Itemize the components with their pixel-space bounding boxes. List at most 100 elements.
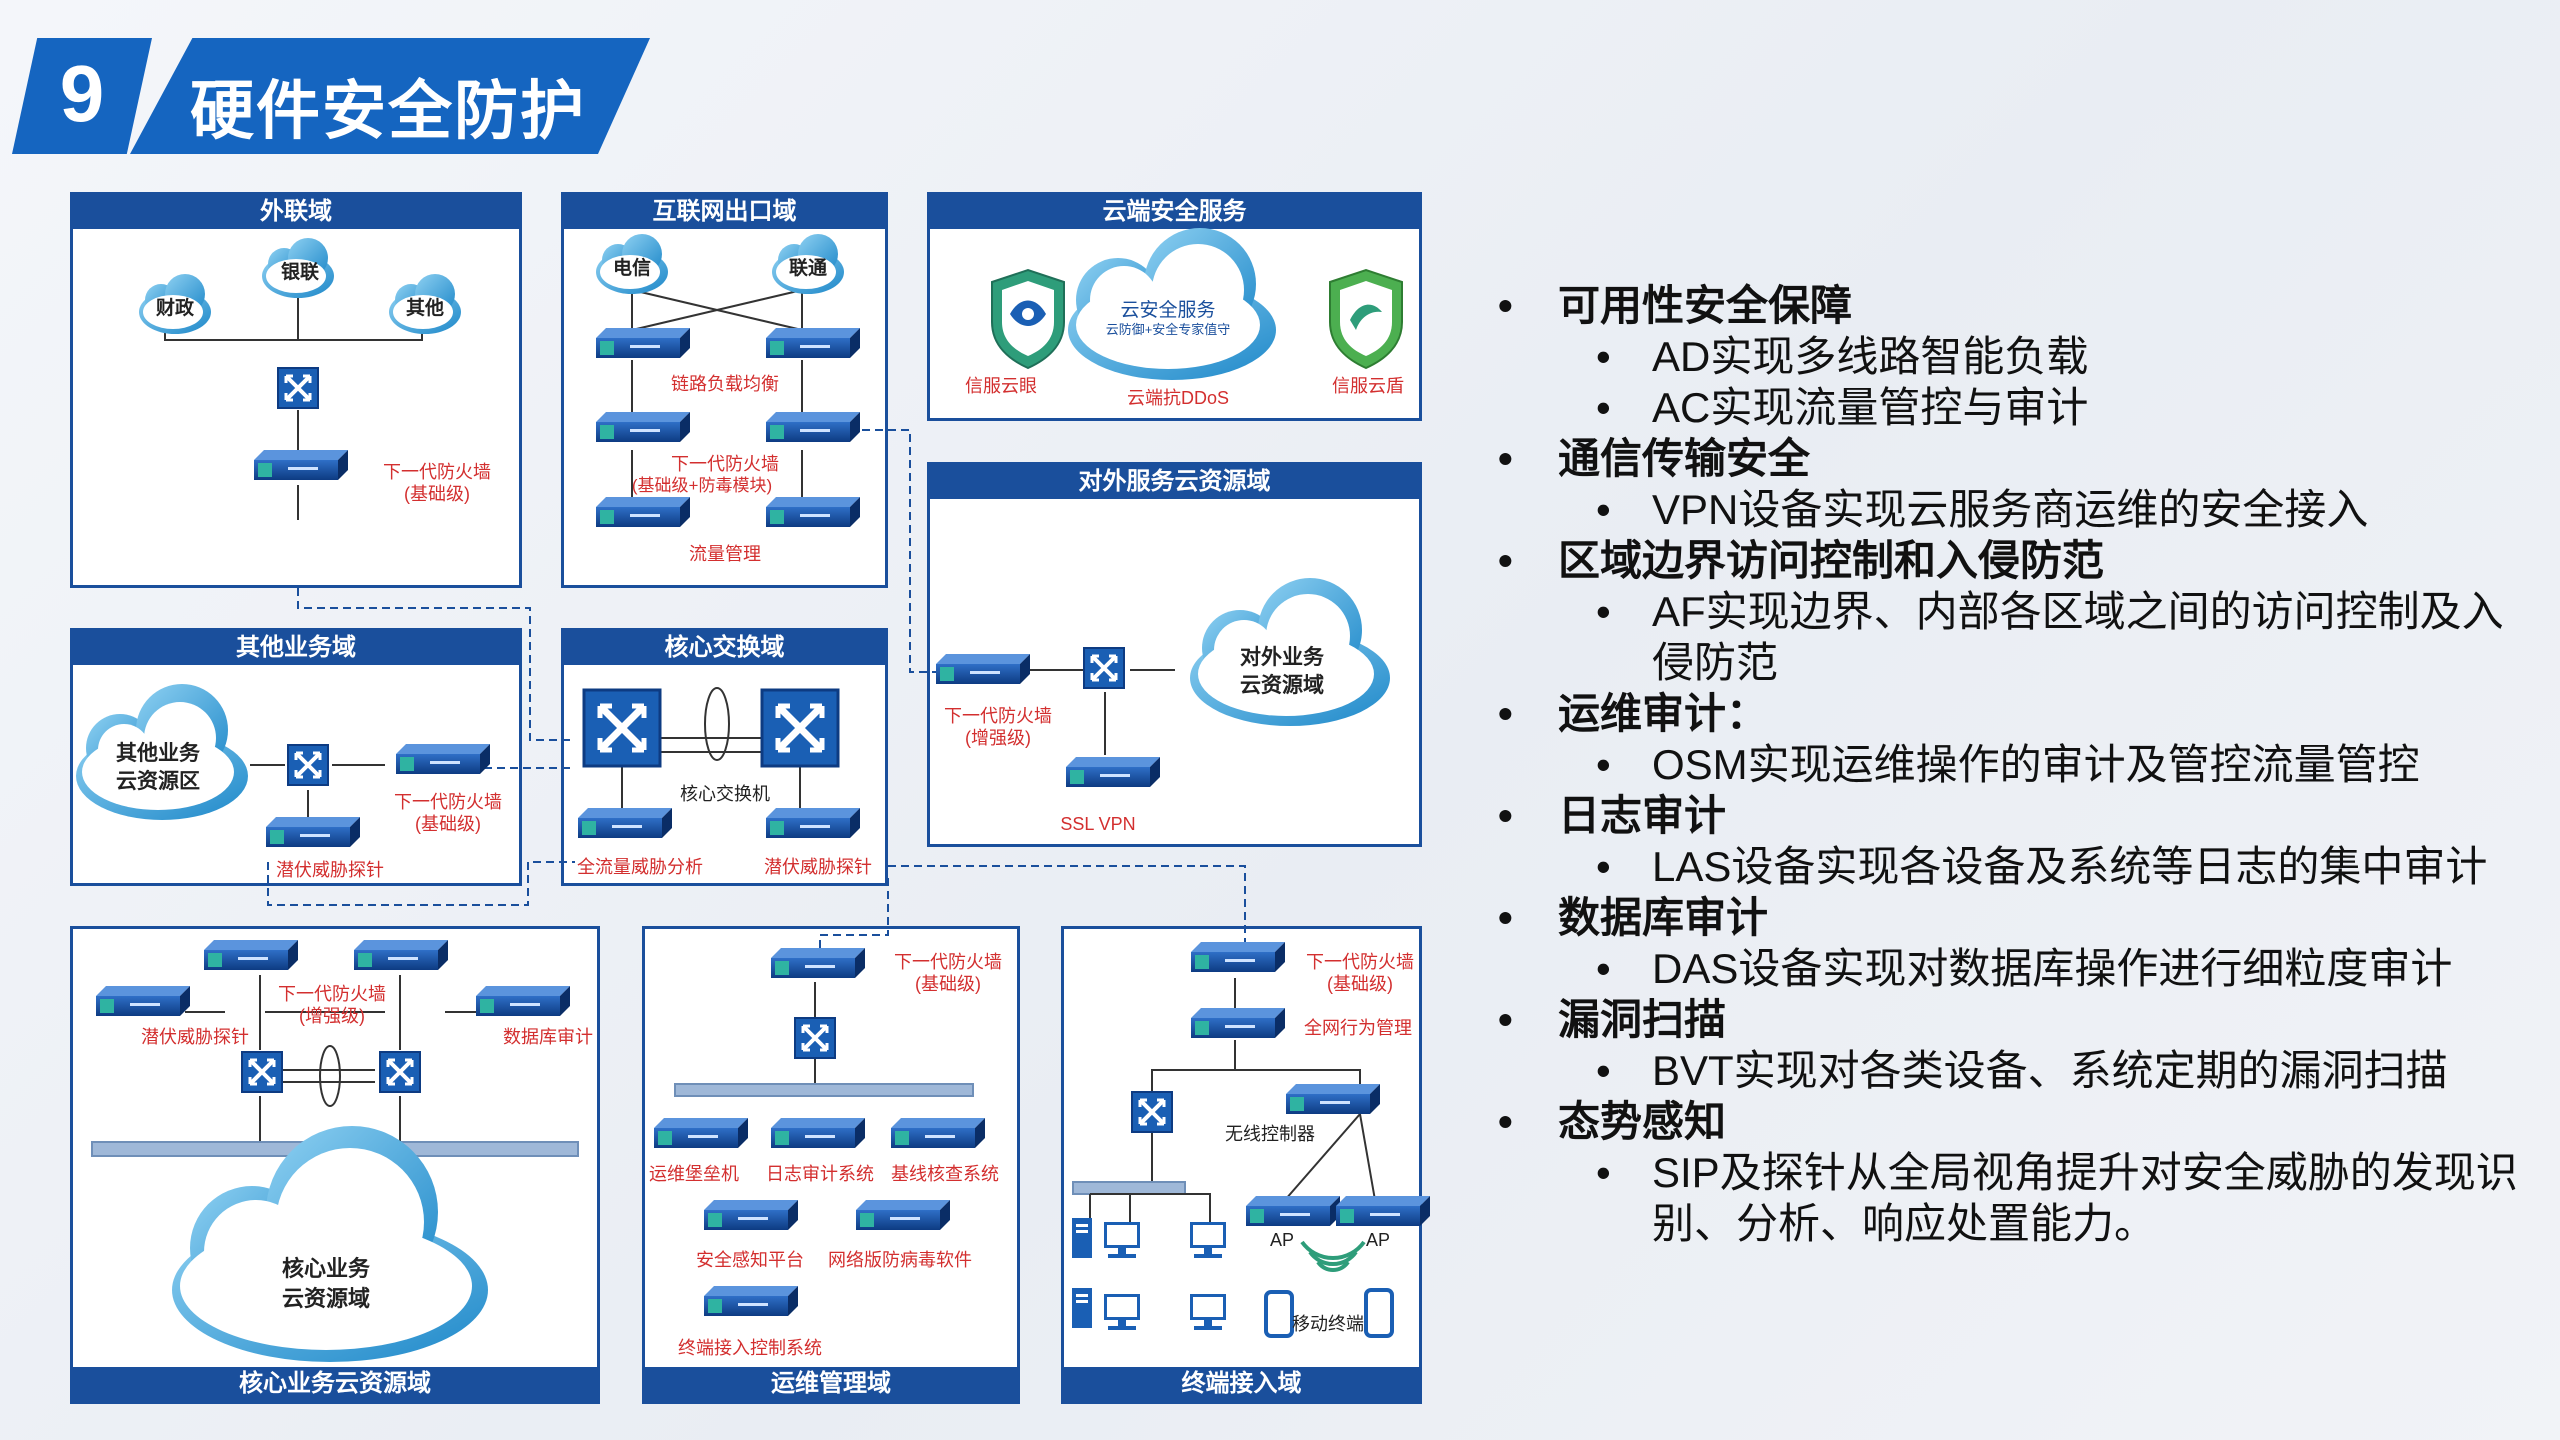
ngfw-basic-3-label: 下一代防火墙 <box>894 952 1002 972</box>
wifi-icon <box>1300 1240 1366 1272</box>
bullet-title: 区域边界访问控制和入侵防范 <box>1490 535 2540 586</box>
cloud-liantong-label: 联通 <box>789 257 828 279</box>
flow-mgmt-label: 流量管理 <box>689 544 761 564</box>
bullet-item: AC实现流量管控与审计 <box>1490 382 2540 433</box>
xinfu-shield-label: 信服云盾 <box>1332 376 1404 396</box>
ngfw-enh-2-label: 下一代防火墙 <box>278 984 386 1004</box>
latent-probe-3-label: 潜伏威胁探针 <box>141 1027 249 1047</box>
core-cloud-sub-label: 云资源域 <box>282 1286 370 1311</box>
behavior-mgmt-label: 全网行为管理 <box>1304 1018 1412 1038</box>
ngfw-basic-4-level-label: (基础级) <box>1327 974 1393 994</box>
other-cloud-sub-label: 云资源区 <box>116 770 200 793</box>
terminal-bus-bar <box>1072 1181 1186 1195</box>
xinfu-eye-label: 信服云眼 <box>965 376 1037 396</box>
cloud-caizheng-label: 财政 <box>156 296 195 319</box>
full-flow-label: 全流量威胁分析 <box>577 857 703 877</box>
bullet-title: 态势感知 <box>1490 1096 2540 1147</box>
ap2-label: AP <box>1366 1230 1390 1250</box>
ngfw-av-level-label: (基础级+防毒模块) <box>632 476 772 495</box>
sense-platform-label: 安全感知平台 <box>696 1250 804 1270</box>
page-title: 硬件安全防护 <box>190 75 586 147</box>
zone-title: 外联域 <box>73 195 519 229</box>
zone-title: 运维管理域 <box>645 1367 1017 1401</box>
bullet-title: 通信传输安全 <box>1490 433 2540 484</box>
ext-cloud-label: 对外业务 <box>1240 645 1325 669</box>
bullet-item: SIP及探针从全局视角提升对安全威胁的发现识别、分析、响应处置能力。 <box>1490 1147 2540 1249</box>
tablet-icon <box>1364 1288 1394 1338</box>
cloud-ddos-icon <box>1068 228 1276 380</box>
bullet-title: 日志审计 <box>1490 790 2540 841</box>
cloud-yinlian-label: 银联 <box>281 260 319 283</box>
bullet-item: DAS设备实现对数据库操作进行细粒度审计 <box>1490 943 2540 994</box>
ngfw-basic-4-label: 下一代防火墙 <box>1306 952 1414 972</box>
bullet-item: LAS设备实现各设备及系统等日志的集中审计 <box>1490 841 2540 892</box>
mobile-label: 移动终端 <box>1292 1314 1364 1334</box>
ops-bus-bar <box>674 1083 974 1097</box>
ngfw-enh-2-level-label: (增强级) <box>299 1006 365 1026</box>
bullet-title: 数据库审计 <box>1490 892 2540 943</box>
zone-title: 对外服务云资源域 <box>930 465 1419 499</box>
core-switch-label: 核心交换机 <box>680 784 770 804</box>
ap1-label: AP <box>1270 1230 1294 1250</box>
bullet-item: BVT实现对各类设备、系统定期的漏洞扫描 <box>1490 1045 2540 1096</box>
net-av-label: 网络版防病毒软件 <box>828 1250 972 1270</box>
bullet-item: VPN设备实现云服务商运维的安全接入 <box>1490 484 2540 535</box>
wlan-ctrl-label: 无线控制器 <box>1225 1124 1315 1144</box>
zone-title: 云端安全服务 <box>930 195 1419 229</box>
zone-title: 其他业务域 <box>73 631 519 665</box>
bullet-title: 可用性安全保障 <box>1490 280 2540 331</box>
terminal-ctrl-label: 终端接入控制系统 <box>678 1338 822 1358</box>
ops-mgmt-diagram: 下一代防火墙 (基础级) 运维堡垒机 日志审计系统 基线核查系统 安全感知平台 … <box>649 948 1002 1358</box>
bullet-title: 漏洞扫描 <box>1490 994 2540 1045</box>
other-cloud-label: 其他业务 <box>116 741 201 765</box>
link-lb-label: 链路负载均衡 <box>671 374 779 394</box>
xinfu-eye-icon <box>991 268 1065 370</box>
zone-title: 终端接入域 <box>1064 1367 1419 1401</box>
core-cloud-icon <box>172 1126 488 1362</box>
latent-probe-2-label: 潜伏威胁探针 <box>764 857 872 877</box>
latent-probe-1-label: 潜伏威胁探针 <box>276 860 384 880</box>
ext-cloud-sub-label: 云资源域 <box>1240 673 1324 697</box>
network-diagram: 银联 财政 其他 下一代防火墙 (基础级) 电信 联通 链路负载均衡 下一代防火… <box>76 228 1430 1362</box>
cloud-ddos-label: 云端抗DDoS <box>1127 388 1229 408</box>
internet-exit-diagram: 电信 联通 链路负载均衡 下一代防火墙 (基础级+防毒模块) 流量管理 <box>596 234 860 564</box>
section-number: 9 <box>59 49 105 138</box>
other-business-diagram: 其他业务 云资源区 下一代防火墙 (基础级) 潜伏威胁探针 <box>76 684 502 880</box>
ngfw-enh-label: 下一代防火墙 <box>944 706 1052 726</box>
external-cloud-icon <box>1190 578 1390 726</box>
ssl-vpn-label: SSL VPN <box>1060 814 1135 834</box>
page-title-banner: 硬件安全防护 <box>130 38 650 154</box>
bastion-label: 运维堡垒机 <box>649 1164 739 1184</box>
core-cloud-label: 核心业务 <box>282 1256 371 1281</box>
cloud-svc-sub-label: 云防御+安全专家值守 <box>1106 322 1231 337</box>
ngfw-basic-2-label: 下一代防火墙 <box>394 792 502 812</box>
external-cloud-diagram: 下一代防火墙 (增强级) SSL VPN 对外业务 云资源域 <box>936 578 1390 834</box>
ngfw-av-label: 下一代防火墙 <box>671 454 779 474</box>
bullet-list: 可用性安全保障 AD实现多线路智能负载 AC实现流量管控与审计 通信传输安全 V… <box>1490 280 2540 1249</box>
xinfu-shield-icon <box>1329 268 1403 370</box>
ngfw-label: 下一代防火墙 <box>383 462 491 482</box>
mobile-icon <box>1264 1290 1294 1338</box>
cloud-qita-label: 其他 <box>406 296 444 319</box>
db-audit-label: 数据库审计 <box>503 1027 593 1047</box>
other-cloud-icon <box>76 684 248 820</box>
ngfw-level-label: (基础级) <box>404 484 470 504</box>
core-cloud-diagram: 下一代防火墙 (增强级) 潜伏威胁探针 数据库审计 核心业务 云资源域 <box>91 940 593 1362</box>
terminal-access-diagram: 下一代防火墙 (基础级) 全网行为管理 无线控制器 AP AP 移动终端 <box>1072 942 1430 1338</box>
waillian-diagram: 银联 财政 其他 下一代防火墙 (基础级) <box>139 238 491 520</box>
zone-title: 核心业务云资源域 <box>73 1367 597 1401</box>
section-number-badge: 9 <box>12 38 152 154</box>
bullet-item: AF实现边界、内部各区域之间的访问控制及入侵防范 <box>1490 586 2540 688</box>
ngfw-basic-3-level-label: (基础级) <box>915 974 981 994</box>
zone-title: 核心交换域 <box>564 631 885 665</box>
baseline-label: 基线核查系统 <box>891 1164 999 1184</box>
ngfw-enh-level-label: (增强级) <box>965 728 1031 748</box>
cloud-svc-label: 云安全服务 <box>1120 299 1215 321</box>
bullet-title: 运维审计： <box>1490 688 2540 739</box>
zone-ops-management: 运维管理域 <box>642 926 1020 1404</box>
bullet-item: AD实现多线路智能负载 <box>1490 331 2540 382</box>
dashed-connections <box>267 429 1246 952</box>
cloud-dianxin-label: 电信 <box>613 256 651 279</box>
ngfw-basic-2-level-label: (基础级) <box>415 814 481 834</box>
bullet-item: OSM实现运维操作的审计及管控流量管控 <box>1490 739 2540 790</box>
